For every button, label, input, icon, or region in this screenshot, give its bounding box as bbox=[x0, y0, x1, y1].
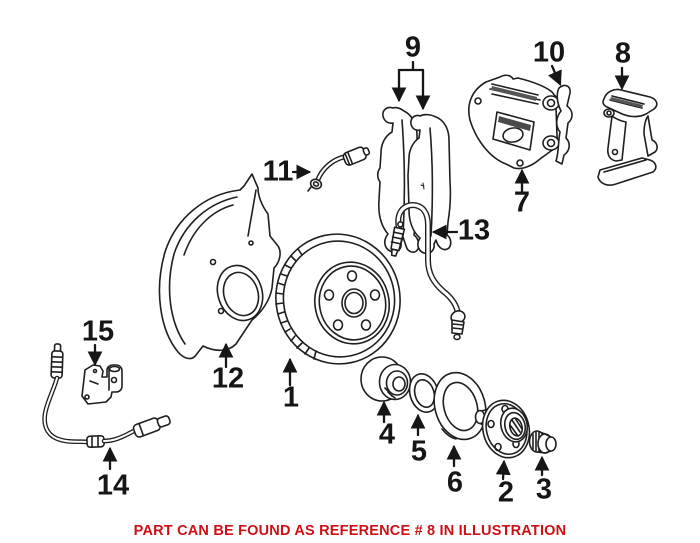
callout-label-15: 15 bbox=[81, 315, 115, 348]
callout-label-14: 14 bbox=[96, 469, 130, 502]
pad-wear-sensor-drawing bbox=[307, 146, 371, 192]
wheel-hub-drawing bbox=[474, 399, 531, 459]
callout-bracket-9 bbox=[397, 60, 425, 72]
callout-label-5: 5 bbox=[410, 435, 428, 468]
dust-ring-drawing bbox=[433, 371, 487, 441]
callout-label-11: 11 bbox=[262, 155, 294, 188]
reference-note: PART CAN BE FOUND AS REFERENCE # 8 IN IL… bbox=[133, 523, 567, 539]
caliper-carrier-drawing bbox=[597, 88, 658, 186]
hub-nut-drawing bbox=[528, 430, 557, 454]
callout-label-13: 13 bbox=[457, 214, 491, 247]
callout-label-2: 2 bbox=[497, 476, 515, 509]
callout-label-6: 6 bbox=[446, 466, 464, 499]
callout-arrow-10 bbox=[548, 64, 562, 87]
callout-arrow-2 bbox=[495, 459, 511, 481]
callout-arrows bbox=[87, 60, 630, 481]
splash-shield-drawing bbox=[158, 173, 281, 360]
callout-label-4: 4 bbox=[378, 418, 396, 451]
brake-caliper-drawing bbox=[468, 74, 560, 170]
brake-disc-drawing bbox=[275, 233, 401, 365]
callout-label-9: 9 bbox=[404, 31, 422, 64]
brake-hose-drawing bbox=[390, 202, 466, 341]
callout-label-12: 12 bbox=[211, 362, 245, 395]
abs-sensor-cable-drawing bbox=[42, 343, 171, 448]
callout-label-1: 1 bbox=[282, 381, 300, 414]
callout-label-8: 8 bbox=[614, 37, 632, 70]
callout-label-3: 3 bbox=[535, 473, 553, 506]
cable-bracket-drawing bbox=[81, 364, 123, 405]
callout-label-10: 10 bbox=[532, 36, 566, 69]
retaining-spring-drawing bbox=[555, 84, 573, 165]
brake-pads-drawing bbox=[376, 106, 452, 255]
wheel-bearing-drawing bbox=[360, 356, 412, 402]
callout-label-7: 7 bbox=[513, 186, 531, 219]
